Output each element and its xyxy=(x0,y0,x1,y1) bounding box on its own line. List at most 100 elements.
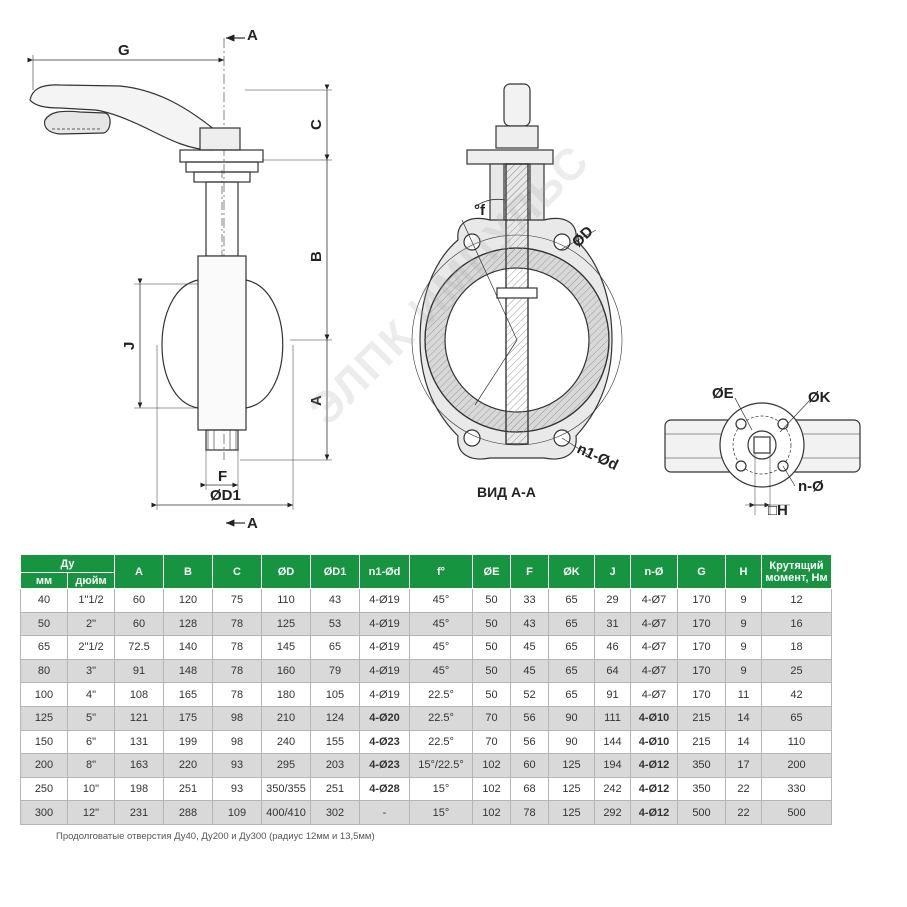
table-cell: 12 xyxy=(761,588,832,613)
table-cell: 144 xyxy=(594,729,631,755)
table-cell: 110 xyxy=(761,729,832,755)
table-cell: 91 xyxy=(114,658,164,684)
table-cell: 90 xyxy=(548,729,595,755)
table-cell: 163 xyxy=(114,753,164,778)
table-cell: 100 xyxy=(20,682,68,707)
table-cell: 220 xyxy=(163,753,213,778)
table-cell: 250 xyxy=(20,776,68,802)
header-f-angle: f° xyxy=(409,554,473,589)
table-cell: 4-Ø7 xyxy=(630,635,678,660)
header-k: ØK xyxy=(548,554,595,589)
table-cell: 79 xyxy=(310,658,360,684)
front-view xyxy=(27,34,332,527)
table-cell: 50 xyxy=(472,658,511,684)
table-cell: 288 xyxy=(163,800,213,825)
technical-drawing: A A G C B A J F ØD1 °f xyxy=(27,27,861,532)
table-cell: 111 xyxy=(594,705,631,731)
table-cell: 65 xyxy=(548,635,595,660)
table-cell: 91 xyxy=(594,682,631,707)
table-cell: 15°/22.5° xyxy=(409,753,473,778)
table-cell: 60 xyxy=(114,588,164,613)
specification-table: Ду A B C ØD ØD1 n1-Ød f° ØE F ØK J n-Ø G… xyxy=(20,554,832,825)
table-cell: 125 xyxy=(548,753,595,778)
table-cell: 125 xyxy=(261,611,311,637)
table-cell: 400/410 xyxy=(261,800,311,825)
table-cell: - xyxy=(359,800,410,825)
table-cell: 93 xyxy=(212,776,262,802)
table-cell: 128 xyxy=(163,611,213,637)
header-e: ØE xyxy=(472,554,511,589)
table-cell: 155 xyxy=(310,729,360,755)
table-cell: 65 xyxy=(20,635,68,660)
table-cell: 500 xyxy=(761,800,832,825)
table-cell: 2" xyxy=(67,611,115,637)
header-g: G xyxy=(677,554,726,589)
table-cell: 292 xyxy=(594,800,631,825)
table-cell: 102 xyxy=(472,776,511,802)
table-cell: 170 xyxy=(677,611,726,637)
dim-label-k: ØK xyxy=(808,389,831,406)
dim-label-h: □H xyxy=(768,502,788,519)
table-cell: 3" xyxy=(67,658,115,684)
dim-label-c: C xyxy=(308,119,325,130)
dim-label-b: B xyxy=(308,251,325,262)
header-f: F xyxy=(510,554,549,589)
table-cell: 65 xyxy=(548,658,595,684)
table-cell: 5" xyxy=(67,705,115,731)
header-c: C xyxy=(212,554,262,589)
table-cell: 14 xyxy=(725,705,762,731)
table-cell: 6" xyxy=(67,729,115,755)
table-cell: 194 xyxy=(594,753,631,778)
table-cell: 215 xyxy=(677,729,726,755)
table-cell: 120 xyxy=(163,588,213,613)
table-cell: 80 xyxy=(20,658,68,684)
table-cell: 350/355 xyxy=(261,776,311,802)
table-cell: 68 xyxy=(510,776,549,802)
table-cell: 60 xyxy=(510,753,549,778)
table-cell: 75 xyxy=(212,588,262,613)
table-cell: 78 xyxy=(212,682,262,707)
table-cell: 180 xyxy=(261,682,311,707)
table-cell: 215 xyxy=(677,705,726,731)
table-cell: 148 xyxy=(163,658,213,684)
table-cell: 31 xyxy=(594,611,631,637)
table-cell: 43 xyxy=(310,588,360,613)
table-cell: 4-Ø7 xyxy=(630,682,678,707)
dim-label-j: J xyxy=(121,342,138,350)
dim-label-f: F xyxy=(218,468,227,485)
table-cell: 240 xyxy=(261,729,311,755)
header-torque: Крутящий момент, Нм xyxy=(761,554,832,589)
table-cell: 4-Ø7 xyxy=(630,588,678,613)
table-cell: 350 xyxy=(677,776,726,802)
table-cell: 242 xyxy=(594,776,631,802)
table-cell: 4-Ø28 xyxy=(359,776,410,802)
table-cell: 72.5 xyxy=(114,635,164,660)
table-cell: 4-Ø19 xyxy=(359,588,410,613)
table-cell: 46 xyxy=(594,635,631,660)
table-cell: 131 xyxy=(114,729,164,755)
table-cell: 9 xyxy=(725,611,762,637)
table-cell: 45° xyxy=(409,588,473,613)
table-cell: 22.5° xyxy=(409,729,473,755)
table-cell: 22 xyxy=(725,800,762,825)
table-cell: 302 xyxy=(310,800,360,825)
table-cell: 60 xyxy=(114,611,164,637)
table-cell: 56 xyxy=(510,729,549,755)
table-cell: 65 xyxy=(310,635,360,660)
table-cell: 52 xyxy=(510,682,549,707)
table-cell: 199 xyxy=(163,729,213,755)
table-cell: 4-Ø19 xyxy=(359,682,410,707)
table-cell: 251 xyxy=(310,776,360,802)
header-d1: ØD1 xyxy=(310,554,360,589)
table-cell: 45 xyxy=(510,658,549,684)
table-cell: 15° xyxy=(409,800,473,825)
table-cell: 4-Ø7 xyxy=(630,611,678,637)
table-cell: 14 xyxy=(725,729,762,755)
table-cell: 500 xyxy=(677,800,726,825)
table-cell: 17 xyxy=(725,753,762,778)
table-cell: 109 xyxy=(212,800,262,825)
